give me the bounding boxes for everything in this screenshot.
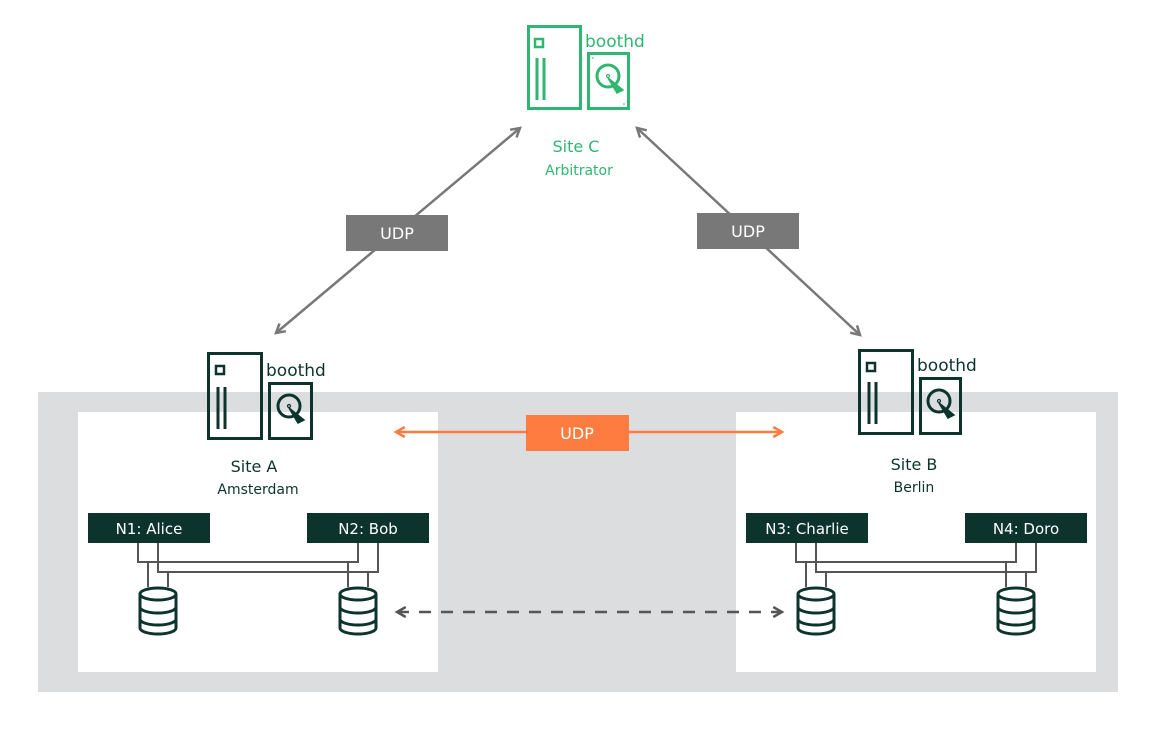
database-icon-n1	[138, 586, 178, 636]
udp-badge-a-c	[346, 215, 448, 251]
node-n1[interactable]: N1: Alice	[88, 513, 210, 543]
site-a-title: Site A	[231, 457, 278, 476]
udp-badge-a-b	[526, 415, 629, 451]
database-icon-n3	[796, 586, 836, 636]
database-icon-n3-shape	[796, 586, 836, 636]
site-b-storage-wiring	[795, 543, 1037, 587]
database-icon-n4-shape	[996, 586, 1036, 636]
database-icon-n2-shape	[338, 586, 378, 636]
udp-badge-b-c	[697, 213, 799, 249]
udp-label-b-c: UDP	[731, 222, 765, 241]
site-a-disk-icon	[268, 382, 313, 440]
udp-label-a-c: UDP	[380, 224, 414, 243]
node-n2[interactable]: N2: Bob	[307, 513, 429, 543]
site-a-storage-wiring	[137, 543, 379, 587]
site-a-service-label: boothd	[266, 361, 326, 381]
site-c-subtitle: Arbitrator	[545, 163, 613, 179]
site-b-subtitle: Berlin	[894, 480, 935, 496]
site-a-server-icon	[207, 352, 263, 440]
site-a-subtitle: Amsterdam	[217, 482, 298, 498]
node-n1-label: N1: Alice	[116, 520, 183, 538]
node-n3[interactable]: N3: Charlie	[746, 513, 868, 543]
site-c-disk-icon	[587, 52, 630, 110]
link-a-to-b: UDP	[393, 415, 785, 451]
node-n4[interactable]: N4: Doro	[965, 513, 1087, 543]
site-b-title: Site B	[891, 455, 938, 474]
database-icon-n2	[338, 586, 378, 636]
node-n4-label: N4: Doro	[993, 520, 1059, 538]
site-b-service-label: boothd	[917, 356, 977, 376]
site-b-server-icon	[858, 349, 914, 435]
site-c-server-icon	[527, 25, 582, 110]
site-c-title: Site C	[553, 137, 600, 156]
node-n2-label: N2: Bob	[338, 520, 398, 538]
database-icon-n4	[996, 586, 1036, 636]
database-icon-n1-shape	[138, 586, 178, 636]
udp-label-a-b: UDP	[560, 424, 594, 443]
site-c-service-label: boothd	[585, 32, 645, 52]
link-a-to-c: UDP	[274, 126, 522, 335]
site-b-disk-icon	[919, 377, 962, 435]
link-b-to-c: UDP	[635, 126, 862, 337]
node-n3-label: N3: Charlie	[765, 520, 849, 538]
